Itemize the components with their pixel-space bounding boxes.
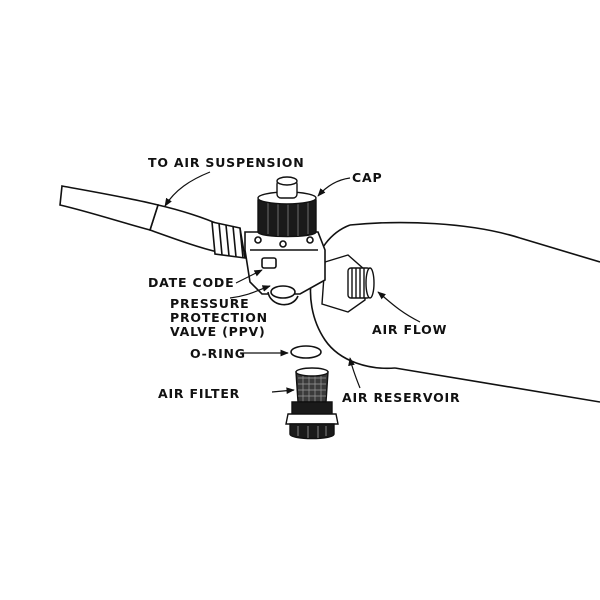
label-ppv-line1: PRESSURE <box>170 296 249 311</box>
air-filter <box>285 367 339 440</box>
o-ring <box>290 345 322 359</box>
leader-air-reservoir <box>348 357 361 389</box>
leader-cap <box>317 177 351 197</box>
label-air-flow: AIR FLOW <box>372 322 447 337</box>
leader-air-filter <box>271 387 295 395</box>
label-o-ring: O-RING <box>190 346 246 361</box>
air-suspension-hose <box>59 185 246 259</box>
label-air-reservoir: AIR RESERVOIR <box>342 390 460 405</box>
label-air-filter: AIR FILTER <box>158 386 240 401</box>
date-code-marking <box>261 257 277 269</box>
label-ppv-line2: PROTECTION <box>170 310 268 325</box>
label-cap: CAP <box>352 170 382 185</box>
label-to-air-suspension: TO AIR SUSPENSION <box>148 155 304 170</box>
hose-fitting-nut <box>211 220 246 259</box>
leader-date-code <box>235 269 263 284</box>
leader-air-flow <box>377 291 421 323</box>
air-reservoir-tank <box>309 221 600 403</box>
label-date-code: DATE CODE <box>148 275 234 290</box>
ppv-cap <box>257 176 317 238</box>
ppv-body <box>244 231 326 306</box>
leader-ppv <box>229 285 271 299</box>
air-flow-port <box>321 254 375 313</box>
label-ppv-line3: VALVE (PPV) <box>170 324 266 339</box>
leader-to-air-suspension <box>164 171 211 207</box>
